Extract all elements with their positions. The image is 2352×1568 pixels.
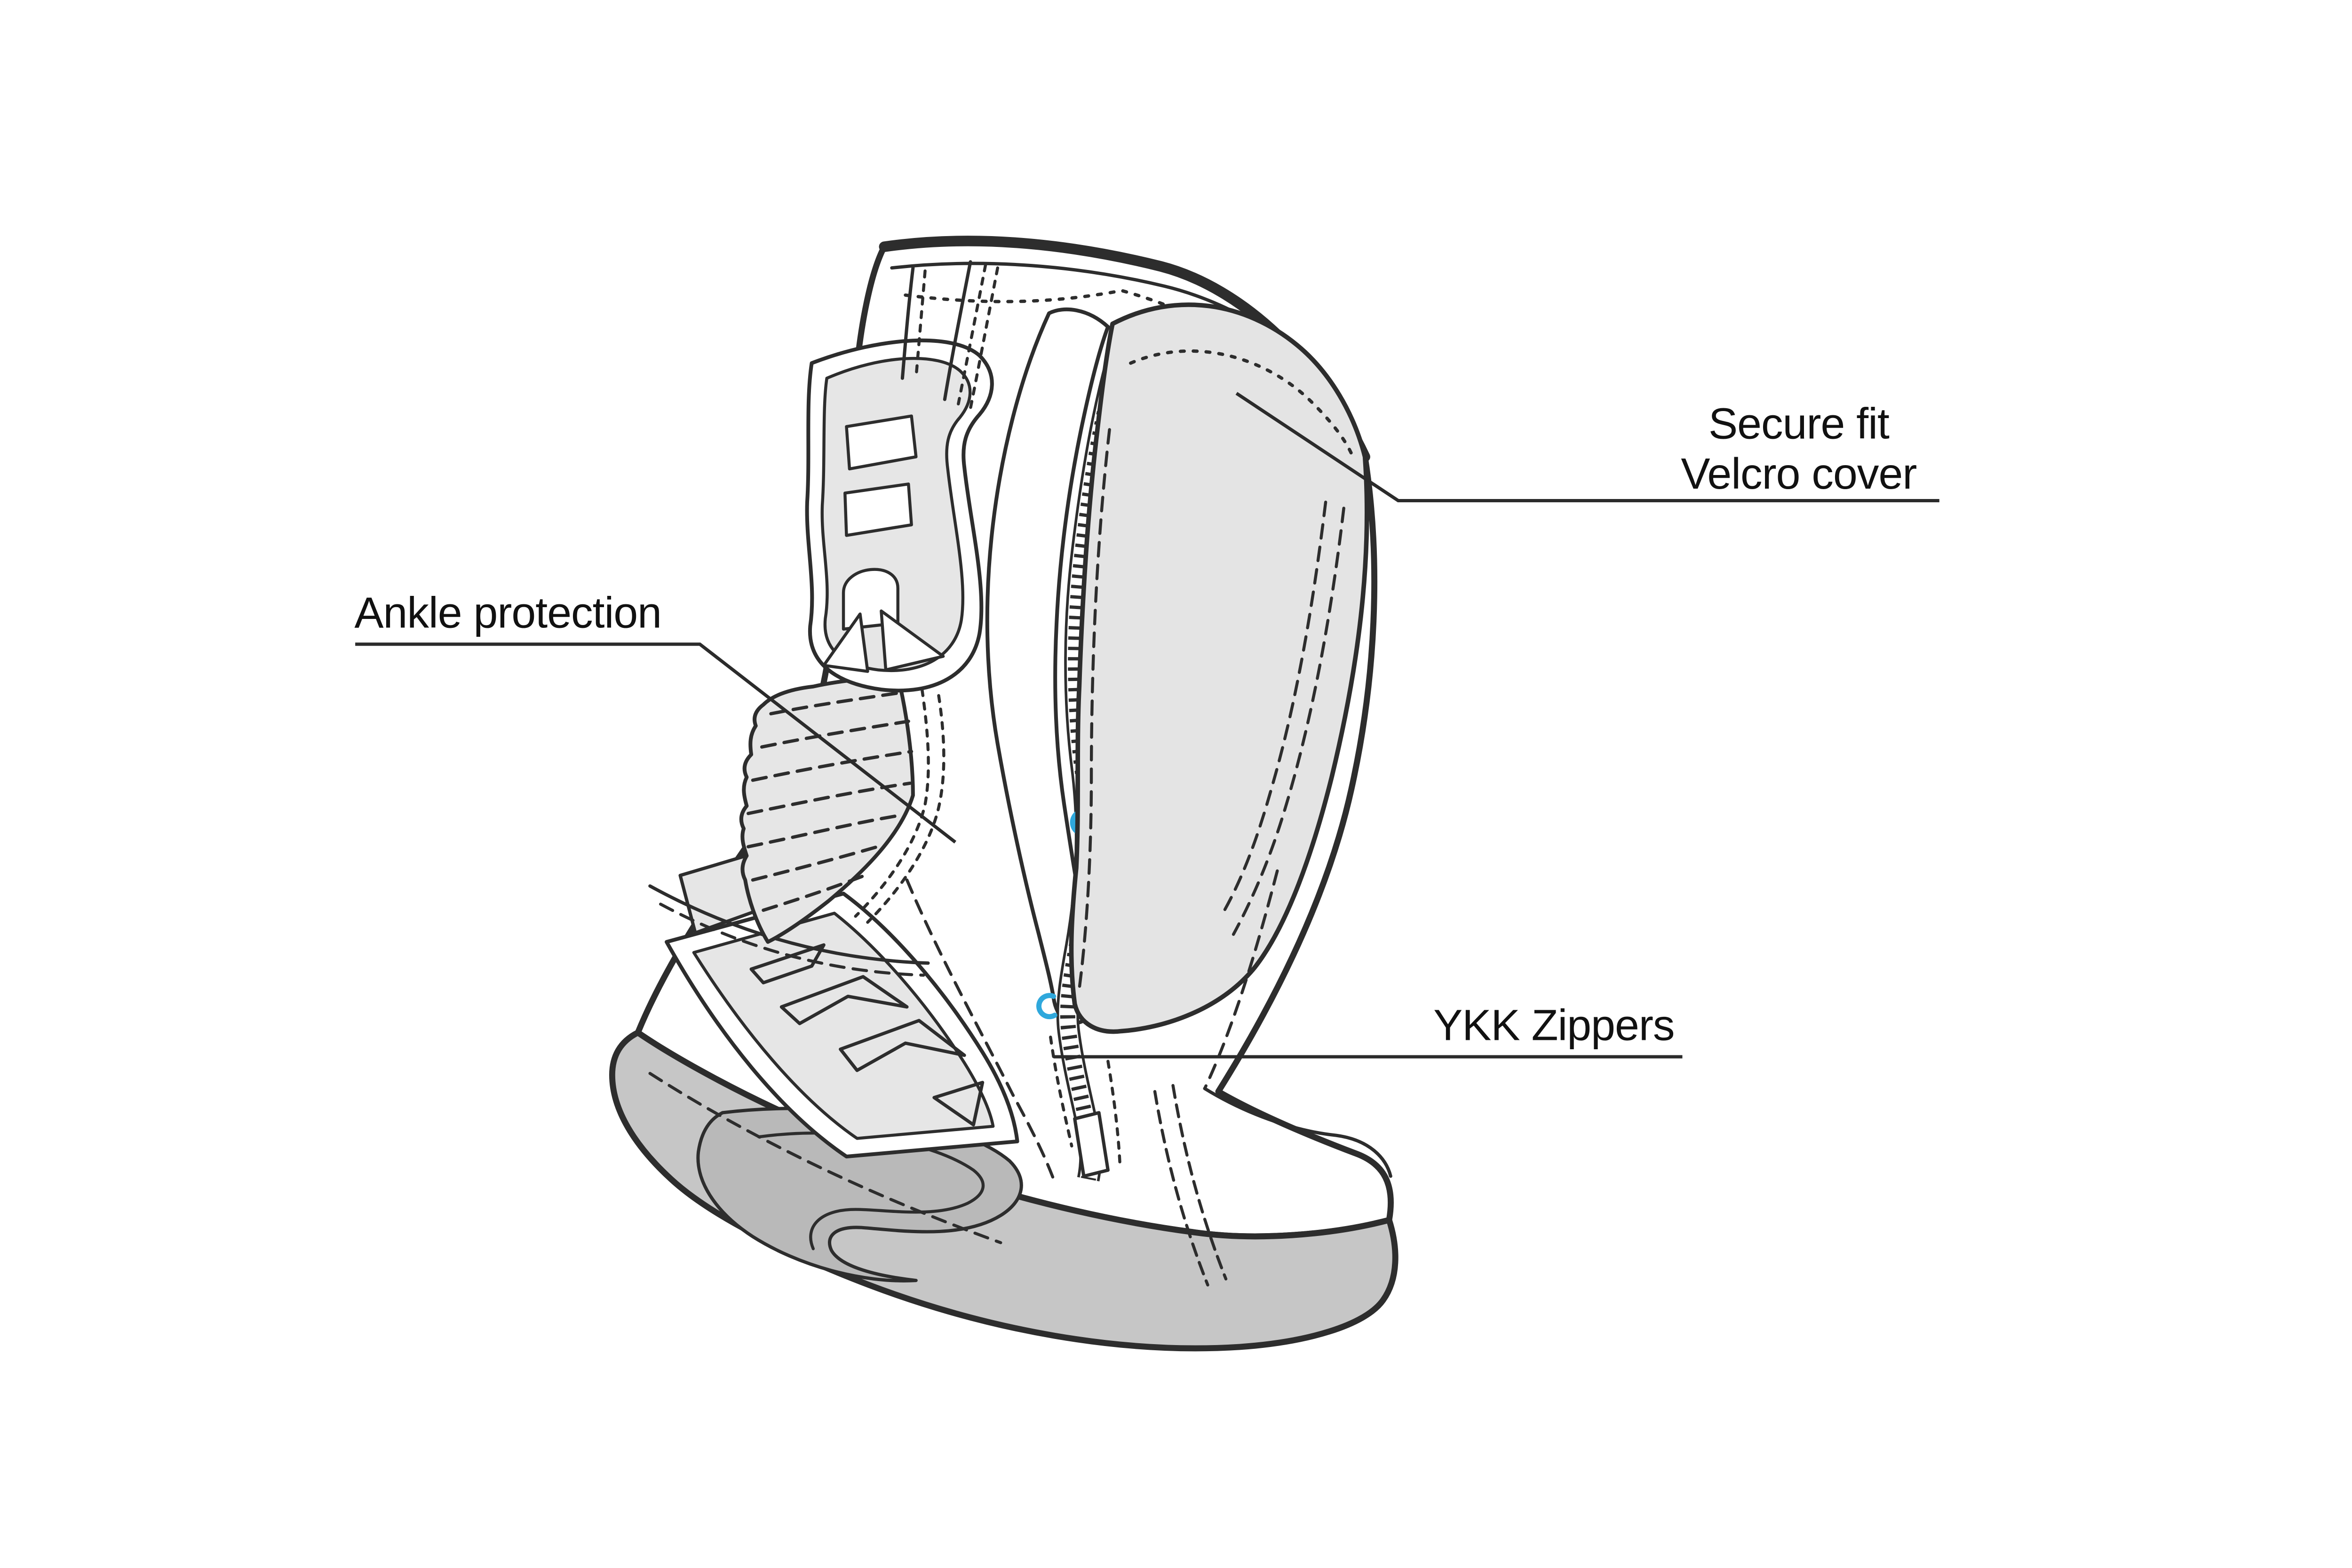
rib-stitch [762,873,866,912]
annotation-label: Velcro cover [1681,449,1916,498]
stitch-line [1153,1090,1209,1287]
heel-tread [696,1107,1023,1283]
logo-glyph [839,1019,966,1072]
rib-stitch [751,750,914,782]
toe-cap-seam [1203,1086,1392,1178]
stitch-line [1232,507,1345,936]
stitch-line [648,1072,1002,1244]
leader-line [1235,392,1939,503]
annotation-label: Ankle protection [354,588,661,637]
rib-stitch [751,843,885,882]
accordion-ribs [747,691,914,912]
cutout [880,609,945,672]
seam-line [648,884,930,965]
rib-stitch [760,720,910,749]
stitch-line [1106,1060,1122,1169]
rib-stitch [747,813,904,848]
rib-stitch [747,781,912,816]
cutout [843,482,913,537]
rib-stitch [769,691,903,716]
stitch-line [854,688,930,918]
heel-panel-plate [692,911,995,1140]
stitch-line [969,266,1000,410]
zipper-slider-lower [1036,993,1057,1020]
stitch-line [1221,500,1327,915]
sole [609,1029,1398,1352]
stitch-line [1078,428,1111,990]
cutout [822,612,869,673]
logo-glyph [779,975,909,1025]
heel-logo-glyphs [749,943,985,1127]
shin-plate-cutouts [822,414,945,673]
stitch-line [1049,1036,1073,1148]
stitch-line [914,269,927,380]
logo-glyph [932,1081,985,1127]
annotation-secure-fit: Secure fit Velcro cover [1235,392,1939,503]
stitch-line [1203,869,1279,1090]
leader-line [355,642,957,844]
stitch-line [659,903,925,977]
shin-protector-plate [805,338,994,693]
cutout [845,414,918,471]
stitch-line [1171,1084,1228,1281]
annotation-label: Secure fit [1708,399,1890,448]
velcro-cover [1069,302,1369,1034]
heel-stitch-band [648,884,930,977]
seam-line [943,260,972,401]
logo-glyph [749,943,826,985]
ankle-flex-accordion [739,674,946,944]
stitch-line [957,263,987,406]
back-seam-panel [900,260,1000,410]
stitch-line [1129,349,1355,459]
stitch-line [866,694,946,924]
velcro-cover-panel [1069,302,1369,1034]
annotation-ykk-zippers: YKK Zippers [1053,1001,1683,1059]
heel-logo-panel [665,852,1019,1159]
toe-details [648,869,1392,1287]
annotation-label: YKK Zippers [1433,1001,1674,1050]
zipper-end-tab [1073,1111,1110,1178]
stitch-line [905,878,1055,1181]
seam-line [900,266,915,380]
annotation-ankle-protection: Ankle protection [354,588,957,844]
